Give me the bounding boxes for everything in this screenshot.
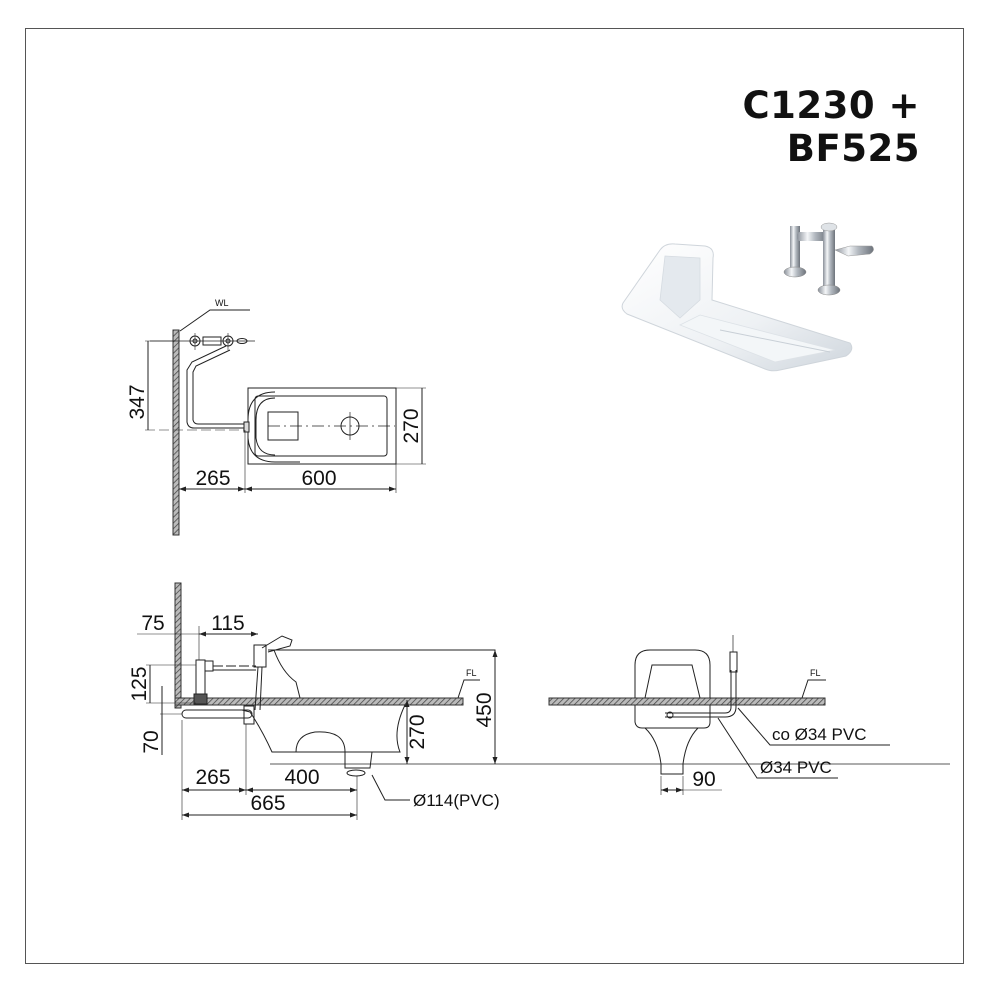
dim-270-plan: 270 xyxy=(400,408,423,443)
dim-125: 125 xyxy=(128,666,151,701)
squat-pan-photo xyxy=(621,243,853,372)
wall-level-label: WL xyxy=(215,298,229,308)
drawing-frame xyxy=(25,28,964,964)
dim-450: 450 xyxy=(473,692,496,727)
product-image xyxy=(621,222,874,372)
dim-265-plan: 265 xyxy=(195,467,230,490)
floor-slab xyxy=(174,697,464,706)
floor-level-label-front: FL xyxy=(810,668,821,678)
wall-label-leader xyxy=(179,309,250,332)
dim-600: 600 xyxy=(301,467,336,490)
front-floor-leader xyxy=(801,679,826,699)
plan-view xyxy=(145,309,426,536)
dim-90: 90 xyxy=(692,768,715,791)
floor-label-leader xyxy=(457,679,480,699)
elbow-pipe-label: co Ø34 PVC xyxy=(772,725,867,744)
drain-leader xyxy=(371,774,410,801)
front-floor-slab xyxy=(548,697,826,706)
drain-pipe-label: Ø114(PVC) xyxy=(413,791,500,810)
side-wall xyxy=(174,582,182,709)
dim-265-side: 265 xyxy=(195,766,230,789)
side-view xyxy=(137,582,950,820)
model-title: C1230 + BF525 xyxy=(742,84,920,170)
elbow-leader xyxy=(737,707,890,746)
pipe-leader xyxy=(717,717,838,779)
wall-section xyxy=(172,329,180,536)
dim-400: 400 xyxy=(284,766,319,789)
dim-75: 75 xyxy=(141,612,164,635)
dim-347: 347 xyxy=(126,384,149,419)
dim-115: 115 xyxy=(211,612,244,635)
front-view xyxy=(548,635,890,795)
dim-665: 665 xyxy=(250,792,285,815)
dim-70: 70 xyxy=(140,730,163,753)
dim-270-side: 270 xyxy=(406,714,429,749)
pipe-label: Ø34 PVC xyxy=(760,758,832,777)
flush-valve-photo xyxy=(783,222,874,296)
floor-level-label-side: FL xyxy=(466,668,477,678)
